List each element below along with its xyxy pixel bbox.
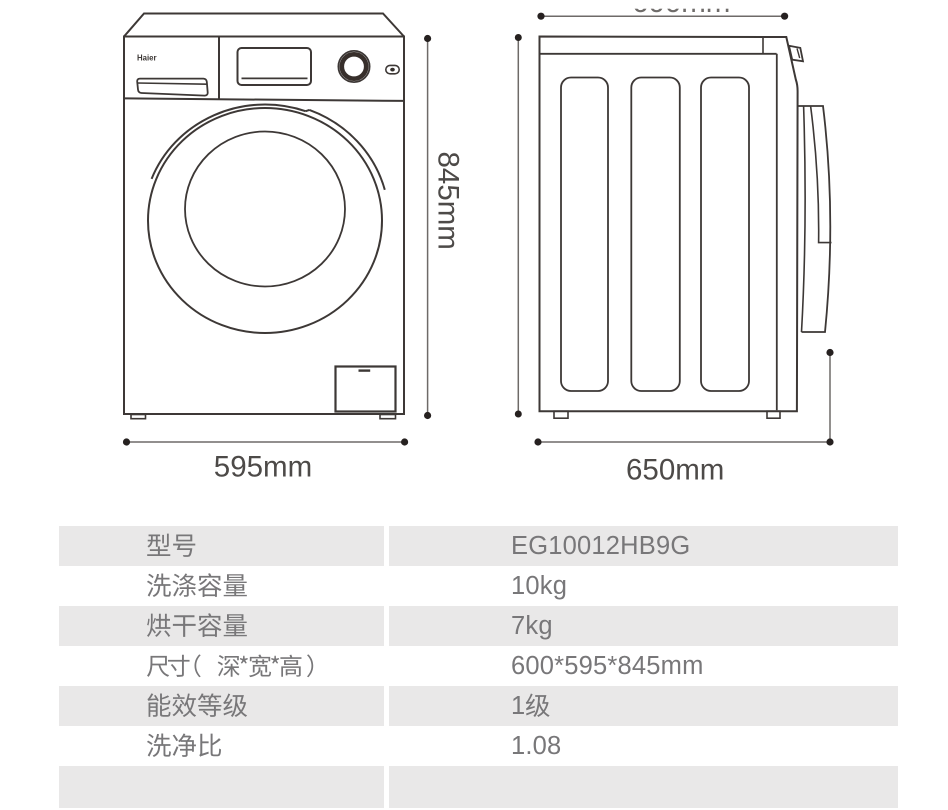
svg-text:595mm: 595mm xyxy=(214,451,312,484)
svg-text:Haier: Haier xyxy=(137,54,157,63)
svg-text:845mm: 845mm xyxy=(432,152,465,250)
svg-text:650mm: 650mm xyxy=(626,454,724,487)
